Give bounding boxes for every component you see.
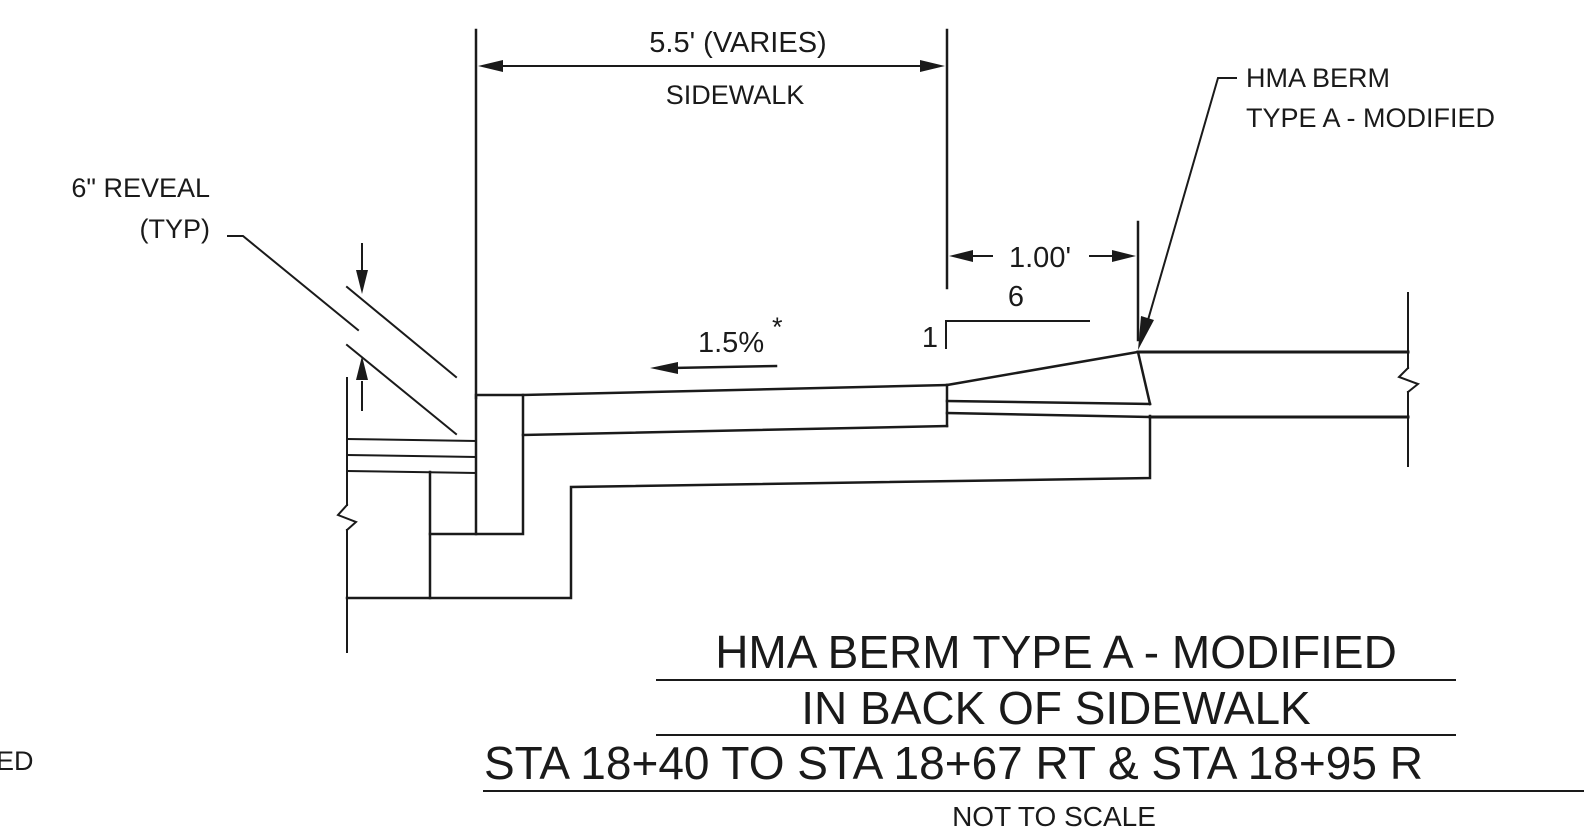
offset-dimension: 1.00' <box>949 220 1140 342</box>
title-line2: IN BACK OF SIDEWALK <box>801 682 1311 734</box>
reveal-label-line2: (TYP) <box>140 214 211 244</box>
title-line3: STA 18+40 TO STA 18+67 RT & STA 18+95 R <box>484 737 1423 789</box>
berm-callout: HMA BERM TYPE A - MODIFIED <box>1138 63 1495 350</box>
left-edge-fragment: ED <box>0 746 34 776</box>
offset-dimension-label: 1.00' <box>1009 242 1071 274</box>
curb <box>474 393 525 536</box>
hma-berm <box>945 350 1152 419</box>
cross-slope-footnote-mark: * <box>772 312 783 342</box>
roadway-pavement-right <box>1136 292 1421 467</box>
cross-slope-label: 1.5% <box>698 327 764 359</box>
reveal-callout: 6" REVEAL (TYP) <box>71 173 458 436</box>
cross-slope-indicator: 1.5% * <box>650 312 783 374</box>
left-break-line <box>336 377 358 653</box>
existing-pavement-left <box>345 437 478 475</box>
slope-rise-label: 1 <box>922 322 938 354</box>
title-line1: HMA BERM TYPE A - MODIFIED <box>715 626 1397 678</box>
slope-symbol: 6 1 <box>922 281 1090 354</box>
sidewalk-width-label: 5.5' (VARIES) <box>649 27 826 59</box>
berm-label-line2: TYPE A - MODIFIED <box>1246 103 1495 133</box>
slope-run-label: 6 <box>1008 281 1024 313</box>
reveal-label-line1: 6" REVEAL <box>71 173 210 203</box>
sidewalk-label: SIDEWALK <box>666 80 805 110</box>
curb-base <box>345 414 1152 600</box>
sidewalk-width-dimension: 5.5' (VARIES) SIDEWALK <box>474 27 949 400</box>
scale-note: NOT TO SCALE <box>952 801 1156 832</box>
berm-label-line1: HMA BERM <box>1246 63 1390 93</box>
title-block: HMA BERM TYPE A - MODIFIED IN BACK OF SI… <box>483 626 1584 832</box>
sidewalk-slab <box>521 383 949 437</box>
